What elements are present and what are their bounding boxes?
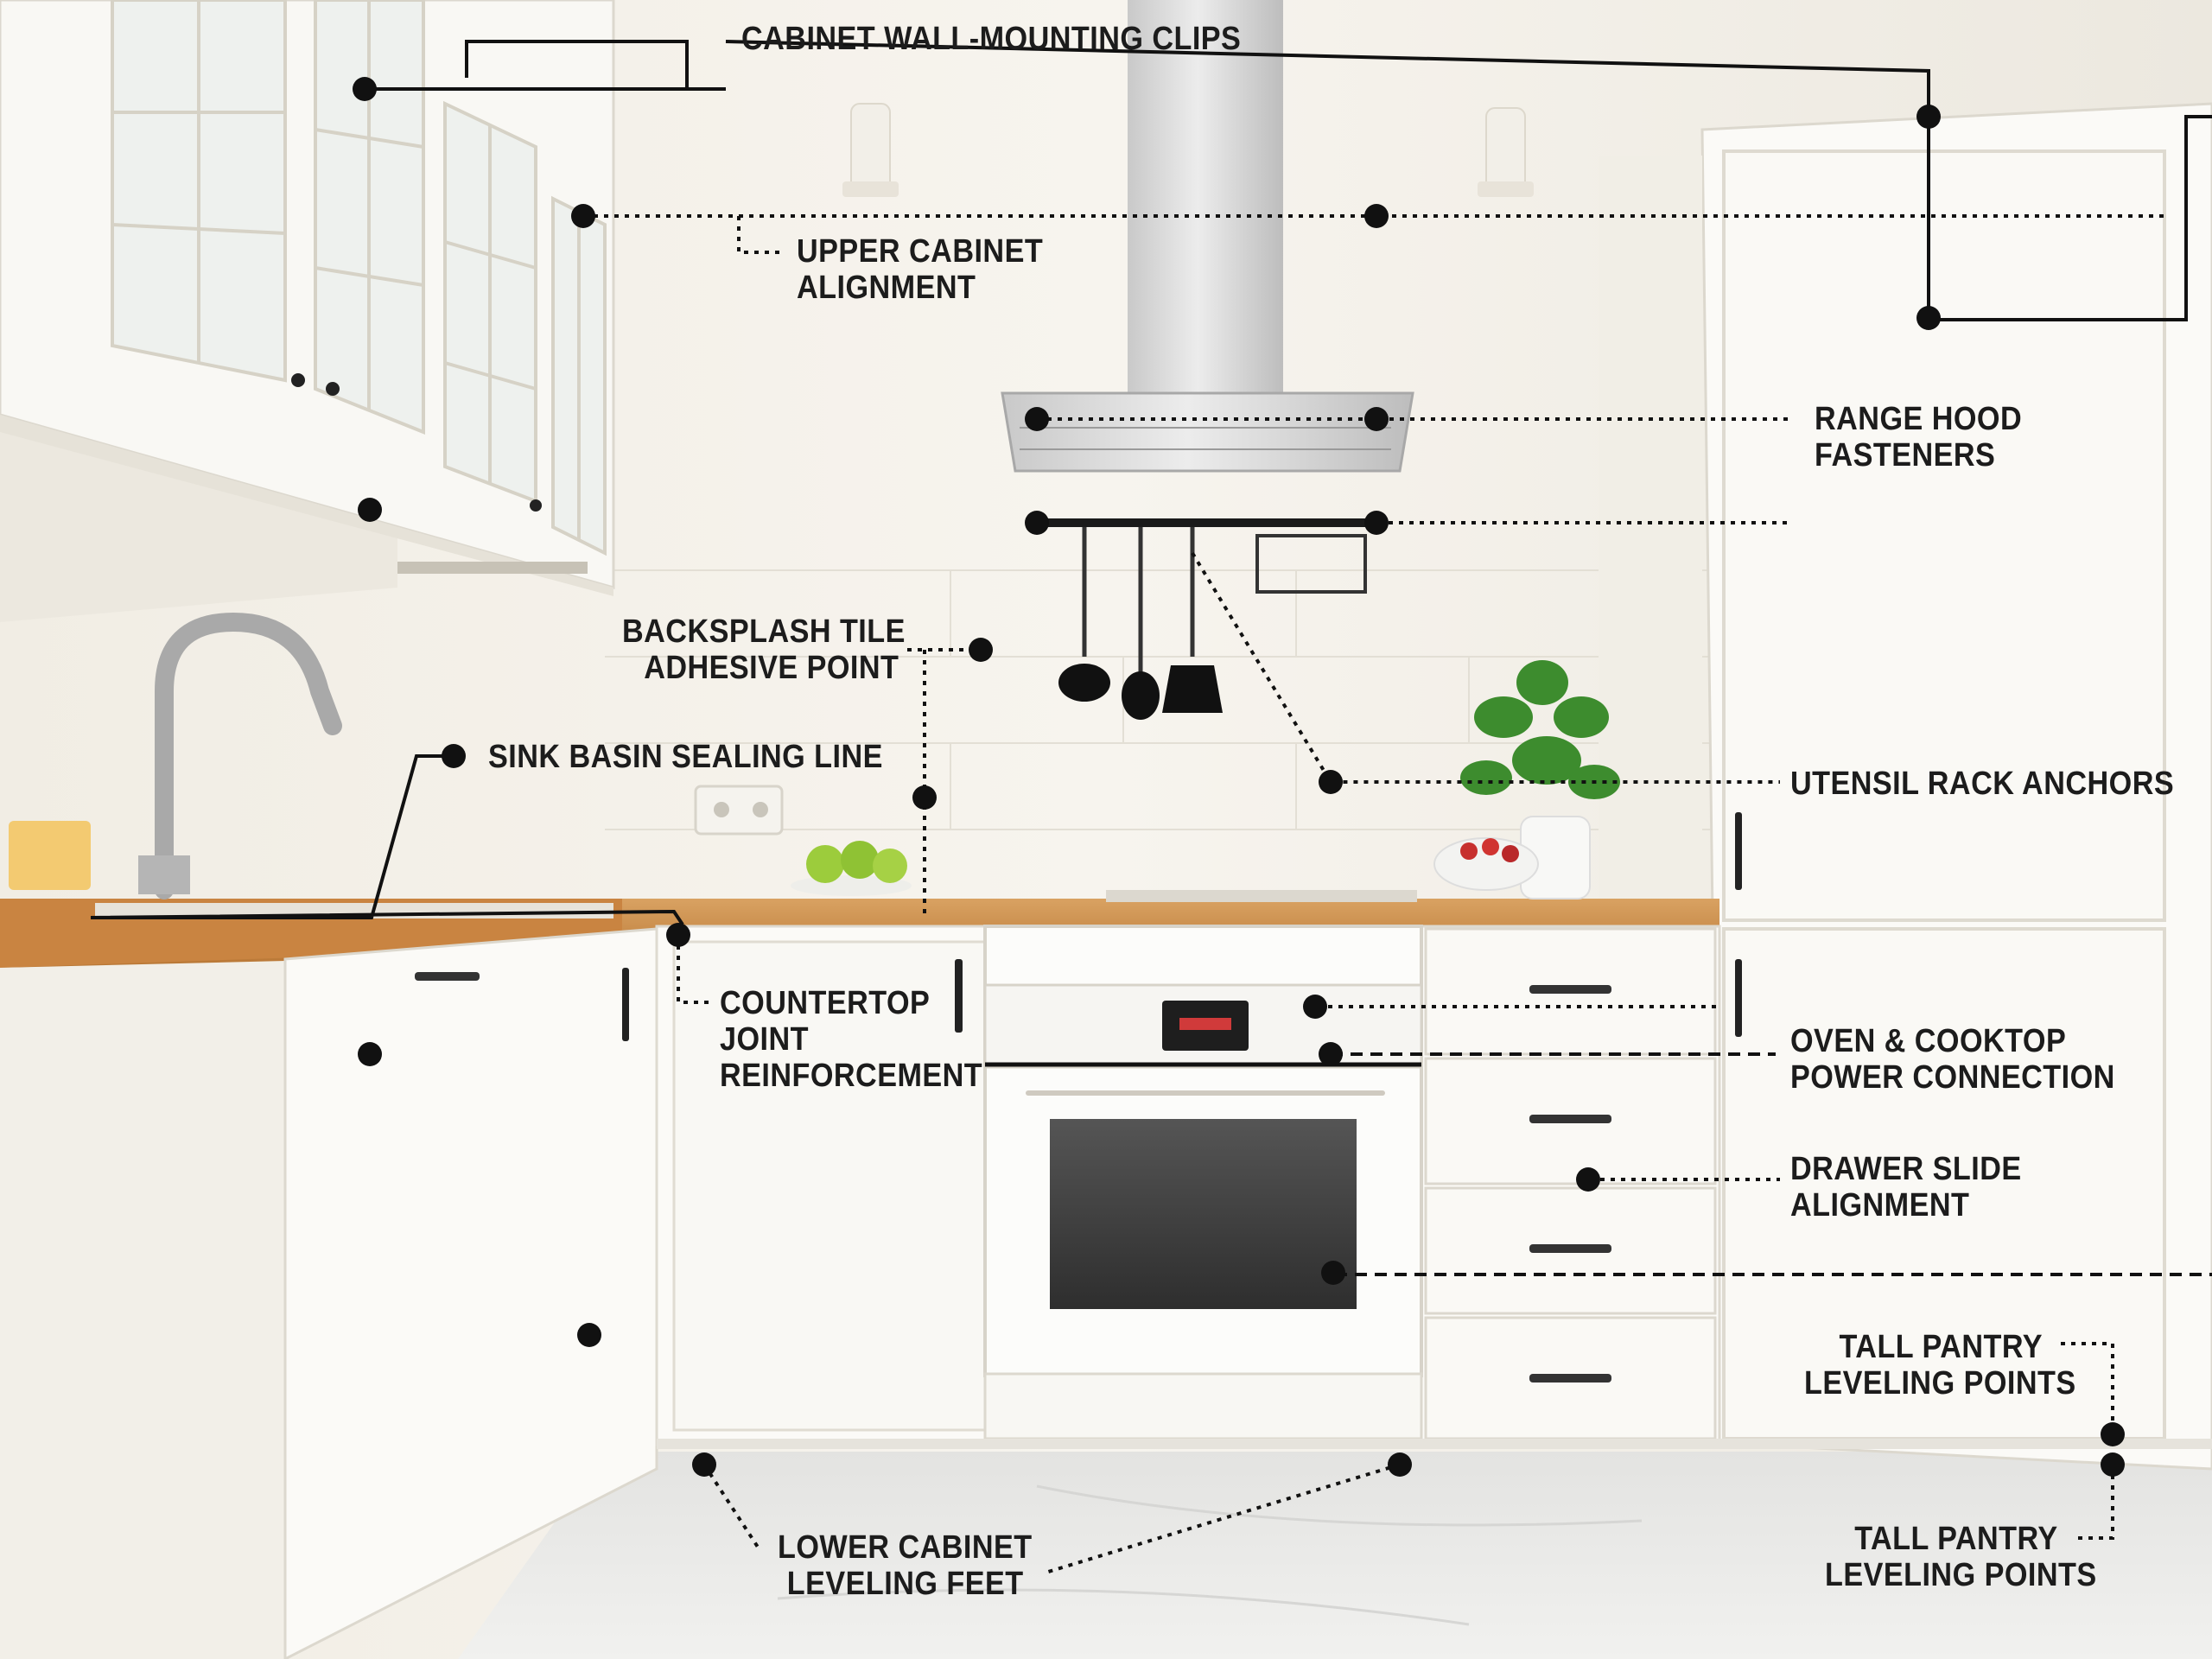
label-upper-alignment-line2: ALIGNMENT	[797, 270, 976, 306]
label-countertop-joint-line2: JOINT	[720, 1021, 809, 1058]
label-range-hood: RANGE HOOD FASTENERS	[1815, 401, 2022, 474]
label-tall-pantry-lower-line1: TALL PANTRY	[1854, 1521, 2058, 1557]
label-countertop-joint-line1: COUNTERTOP	[720, 985, 931, 1021]
leader-tall-pantry-lower	[2078, 1465, 2114, 1540]
label-drawer-slide-line1: DRAWER SLIDE	[1790, 1151, 2022, 1187]
dot-drawer-slide	[1576, 1167, 1600, 1192]
label-tall-pantry-upper-line1: TALL PANTRY	[1839, 1329, 2043, 1365]
dot-pantry-top-lower	[1916, 306, 1941, 330]
dot-oven-power	[1319, 1042, 1343, 1066]
tall-pantry	[1599, 102, 2212, 1471]
leader-pantry-top	[725, 40, 2212, 321]
range-hood	[1001, 0, 1414, 473]
dot-rack-left	[1025, 511, 1049, 535]
dot-cabinet-clip	[353, 77, 377, 101]
floor	[458, 1452, 2212, 1659]
label-tall-pantry-lower: TALL PANTRY LEVELING POINTS	[1825, 1521, 2097, 1593]
label-sink-sealing-text: SINK BASIN SEALING LINE	[488, 739, 883, 775]
label-sink-sealing: SINK BASIN SEALING LINE	[488, 739, 883, 775]
label-countertop-joint-line3: REINFORCEMENT	[720, 1058, 983, 1094]
anchor-dots	[353, 77, 2125, 1477]
utensil-rack	[1033, 518, 1378, 720]
label-upper-alignment-line1: UPPER CABINET	[797, 233, 1044, 270]
dot-lower-feet-right	[1388, 1452, 1412, 1477]
label-utensil-rack: UTENSIL RACK ANCHORS	[1790, 766, 2174, 802]
dot-tall-pantry-upper	[2101, 1422, 2125, 1446]
wall-lamp-left	[842, 103, 899, 197]
label-oven-power: OVEN & COOKTOP POWER CONNECTION	[1790, 1023, 2115, 1096]
dot-hood-left	[1025, 407, 1049, 431]
dot-rack-right	[1364, 511, 1389, 535]
dot-backsplash-lower	[912, 785, 937, 810]
label-tall-pantry-lower-line2: LEVELING POINTS	[1825, 1557, 2097, 1593]
leader-tall-pantry-upper	[2061, 1342, 2114, 1434]
leader-lines	[90, 40, 2212, 1574]
dot-oven-bottom	[1321, 1261, 1345, 1285]
label-range-hood-line2: FASTENERS	[1815, 437, 1996, 474]
label-upper-alignment: UPPER CABINET ALIGNMENT	[797, 233, 1043, 306]
dot-sink-sealing	[442, 744, 466, 768]
label-backsplash-line1: BACKSPLASH TILE	[622, 613, 906, 650]
upper-cabinets	[0, 0, 615, 596]
label-drawer-slide-line2: ALIGNMENT	[1790, 1187, 1970, 1224]
dot-oven-control	[1303, 995, 1327, 1019]
leader-lower-feet-left	[702, 1463, 762, 1553]
label-backsplash: BACKSPLASH TILE ADHESIVE POINT	[622, 613, 906, 686]
label-tall-pantry-upper: TALL PANTRY LEVELING POINTS	[1804, 1329, 2076, 1402]
dot-upper-alignment-right	[1364, 204, 1389, 228]
dot-backsplash	[969, 638, 993, 662]
countertop-items	[694, 660, 1620, 902]
dot-upper-alignment-left	[571, 204, 595, 228]
leader-countertop-joint	[677, 935, 709, 1004]
lower-cabinets	[655, 925, 2212, 1449]
label-lower-feet-line2: LEVELING FEET	[786, 1566, 1024, 1602]
label-drawer-slide: DRAWER SLIDE ALIGNMENT	[1790, 1151, 2022, 1224]
label-lower-feet-line1: LOWER CABINET	[778, 1529, 1033, 1566]
wall-lamp-right	[1478, 107, 1534, 197]
label-cabinet-clips-text: CABINET WALL-MOUNTING CLIPS	[741, 21, 1242, 57]
label-oven-power-line2: POWER CONNECTION	[1790, 1059, 2115, 1096]
label-range-hood-line1: RANGE HOOD	[1815, 401, 2023, 437]
lower-cabinets-left	[0, 927, 658, 1659]
dot-pantry-top	[1916, 105, 1941, 129]
label-backsplash-line2: ADHESIVE POINT	[644, 650, 899, 686]
dot-utensil-anchor	[1319, 770, 1343, 794]
label-cabinet-clips: CABINET WALL-MOUNTING CLIPS	[741, 21, 1241, 57]
label-lower-feet: LOWER CABINET LEVELING FEET	[778, 1529, 1033, 1602]
dot-lower-left-upper	[358, 1042, 382, 1066]
dot-countertop-joint	[666, 923, 690, 947]
dot-upper-cabinet-bottom	[358, 498, 382, 522]
dot-lower-feet-left	[692, 1452, 716, 1477]
leader-sink-sealing	[90, 754, 684, 926]
label-oven-power-line1: OVEN & COOKTOP	[1790, 1023, 2067, 1059]
dot-lower-left-lower	[577, 1323, 601, 1347]
label-countertop-joint: COUNTERTOP JOINT REINFORCEMENT	[720, 985, 982, 1094]
dot-hood-right	[1364, 407, 1389, 431]
label-tall-pantry-upper-line2: LEVELING POINTS	[1804, 1365, 2076, 1402]
dot-tall-pantry-lower	[2101, 1452, 2125, 1477]
label-utensil-rack-text: UTENSIL RACK ANCHORS	[1790, 766, 2175, 802]
